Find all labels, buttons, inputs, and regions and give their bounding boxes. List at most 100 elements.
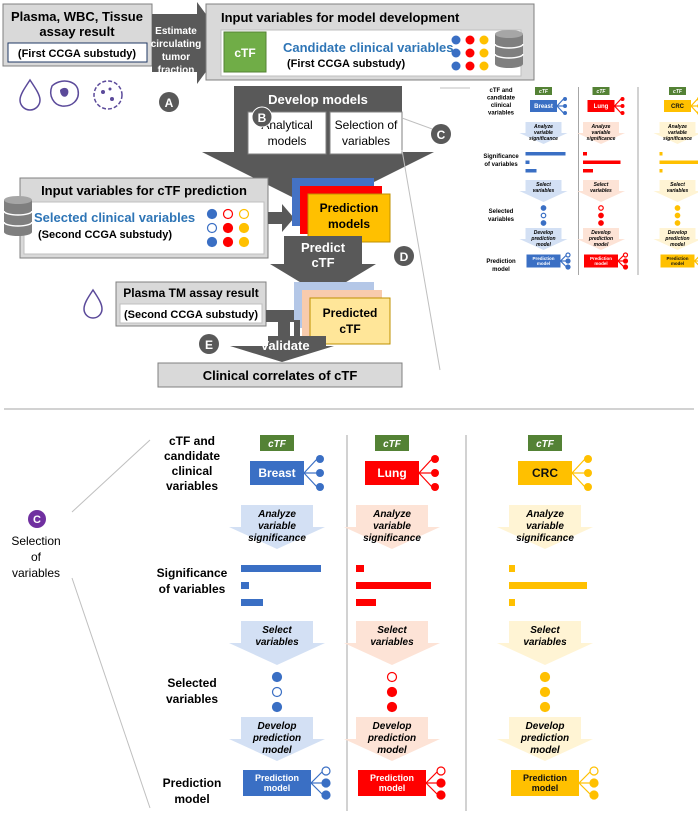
select-arrow [497,621,593,665]
ctf-tag [260,435,294,451]
selected-variable-dot [238,222,250,234]
develop-arrow-text: prediction [252,733,301,744]
fan-line [556,105,564,114]
marker-e [199,334,219,354]
variable-dot [451,61,461,71]
selected-dot [539,686,551,698]
selected-dot [598,212,604,219]
fan-line [303,472,318,488]
candidate-variables-label: Candidate clinical variables [283,40,454,55]
estimate-line1: Estimate [155,26,197,37]
analytical-line1: Analytical [261,118,312,132]
row-label-ctf: variables [488,111,515,117]
select-arrow-text: Select [536,182,551,188]
ctf-box [223,31,267,73]
fan-line [303,458,318,474]
cancer-label: Lung [377,466,406,480]
fan-dot [316,455,324,463]
fan-line [418,458,433,474]
fan-line [694,256,698,262]
row-label-prediction: Prediction [163,776,222,790]
select-arrow [653,180,698,202]
prediction-model-text: Prediction [532,256,554,261]
validate-arrow [230,322,334,362]
significance-bar [509,565,515,572]
significance-bar [241,599,263,606]
row-label-ctf: variables [166,479,218,493]
fan-line [571,458,586,474]
develop-title: Develop models [268,92,368,107]
fan-line [556,98,564,107]
analyze-arrow [497,505,593,549]
fan-line [617,254,625,262]
analyze-arrow-text: Analyze [533,124,553,130]
analyze-arrow-text: variable [526,521,564,532]
fan-dot [431,455,439,463]
cancer-box [518,461,572,485]
select-arrow-text: Select [377,625,407,636]
database-icon [3,196,33,236]
ctf-tag-label: cTF [673,89,683,95]
fan-line [310,770,324,784]
develop-arrow [519,228,568,250]
prediction-dot [622,258,629,264]
prediction-dot [436,778,446,788]
tissue-dot-icon [110,97,114,101]
selected-dot [674,212,681,219]
input-dev-sub: (First CCGA substudy) [287,58,405,70]
analyze-arrow-text: variable [534,130,553,136]
prediction-model-box [358,770,426,796]
develop-arrow [229,717,325,761]
prediction-model-text: Prediction [666,256,688,261]
prediction-model-text: model [264,783,291,793]
prediction-dot [436,790,446,800]
merge-bar-right [294,320,300,336]
prediction-dot [622,252,629,258]
prediction-dot [321,766,331,776]
analytical-line2: models [268,134,307,148]
fan-line [614,98,622,107]
selected-dot [539,671,551,683]
significance-bar [659,169,663,173]
prediction-dot [589,778,599,788]
prediction-dot [589,790,599,800]
analyze-arrow-text: Analyze [525,509,564,520]
row-label-selected: variables [166,692,218,706]
variable-dot [451,35,461,45]
prediction-model-text: model [594,261,607,266]
row-label-prediction: Prediction [486,259,516,265]
panel-connector-top [71,439,151,513]
selected-dot [271,701,283,713]
significance-bar [583,152,587,156]
select-arrow-text: variables [370,637,414,648]
fan-dot [620,97,625,101]
develop-arrow-text: prediction [530,236,555,242]
analyze-arrow [577,122,625,144]
selected-dot [386,686,398,698]
selected-variable-dot [222,208,234,220]
significance-bar [509,599,515,606]
fan-line [690,105,698,114]
significance-bar [659,160,698,164]
plasma-drop-icon [83,288,103,319]
plasma-tm-sub: (Second CCGA substudy) [124,309,258,321]
marker-d-label: D [400,250,409,264]
fan-dot [563,97,567,101]
selected-dot [386,671,398,683]
select-arrow-text: Select [594,182,609,188]
significance-bar [583,169,593,173]
ctf-tag-label: cTF [383,439,402,450]
selected-variable-dot [206,222,218,234]
side-label-line1: Selection [11,534,60,548]
ctf-tag [592,87,610,95]
input-pred-sub: (Second CCGA substudy) [38,229,172,241]
develop-arrow-text: model [670,242,685,248]
develop-arrow-text: prediction [664,236,689,242]
selected-dot [540,205,547,211]
develop-arrow-text: prediction [520,733,569,744]
row-label-ctf: candidate [487,96,516,102]
row-label-ctf: cTF and [169,434,215,448]
analyze-arrow [653,122,698,144]
variable-dot [465,35,475,45]
fan-dot [584,469,592,477]
